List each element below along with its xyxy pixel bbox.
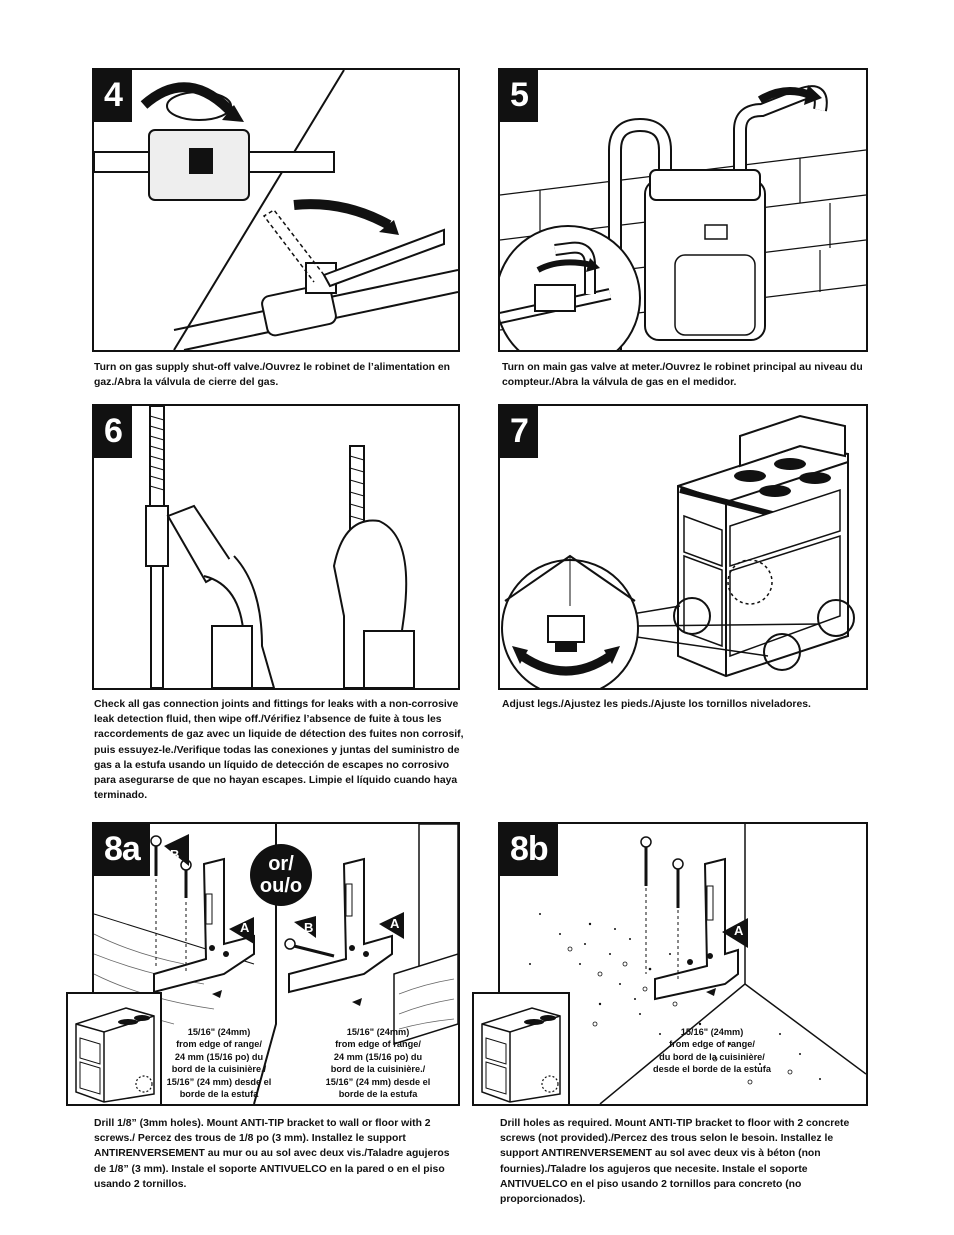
gas-meter-illustration [500,85,866,350]
bracket-label-a: A [734,923,744,938]
step-8a-caption: Drill 1/8” (3mm holes). Mount ANTI-TIP b… [94,1118,450,1190]
step-7-illustration: 7 [498,404,868,690]
left-screw-label-b: B [170,847,180,862]
left-bracket-label-a: A [240,920,250,935]
or-badge-line2: ou/o [259,875,303,897]
range-leveling-legs-illustration [501,414,855,688]
step-5-caption: Turn on main gas valve at meter./Ouvrez … [502,362,863,389]
leak-check-illustration [145,406,415,688]
shutoff-valve-illustration [94,70,458,350]
floor-measurement-note: 15/16" (24mm) from edge of range/ du bor… [653,1027,771,1075]
step-number-8a: 8a [94,824,150,876]
step-8b-range-inset [472,992,570,1106]
step-number-5: 5 [500,70,538,122]
or-badge: or/ ou/o [250,844,312,906]
range-corner-inset-icon [481,1007,561,1103]
step-5-illustration: 5 [498,68,868,352]
step-6-caption: Check all gas connection joints and fitt… [94,699,464,802]
right-measurement-note: 15/16" (24mm) from edge of range/ 24 mm … [325,1027,431,1100]
or-badge-line1: or/ [268,853,294,875]
step-4-illustration: 4 [92,68,460,352]
anti-tip-bracket-wall-floor-illustration [94,824,458,1104]
step-4-caption: Turn on gas supply shut-off valve./Ouvre… [94,362,451,389]
step-6-illustration: 6 [92,404,460,690]
step-7-caption: Adjust legs./Ajustez les pieds./Ajuste l… [502,699,811,710]
step-8a-range-inset [66,992,162,1106]
step-number-8b: 8b [500,824,558,876]
left-measurement-note: 15/16" (24mm) from edge of range/ 24 mm … [166,1027,272,1100]
step-number-4: 4 [94,70,132,122]
anti-tip-bracket-concrete-floor-illustration [529,824,866,1104]
step-8b-caption: Drill holes as required. Mount ANTI-TIP … [500,1118,850,1206]
range-corner-inset-icon [75,1007,155,1103]
step-8a-illustration: 8a or/ ou/o B A B A 15/16" (24mm) from e… [92,822,460,1106]
step-number-6: 6 [94,406,132,458]
right-bracket-label-a: A [390,916,400,931]
right-screw-label-b: B [304,920,314,935]
step-number-7: 7 [500,406,538,458]
